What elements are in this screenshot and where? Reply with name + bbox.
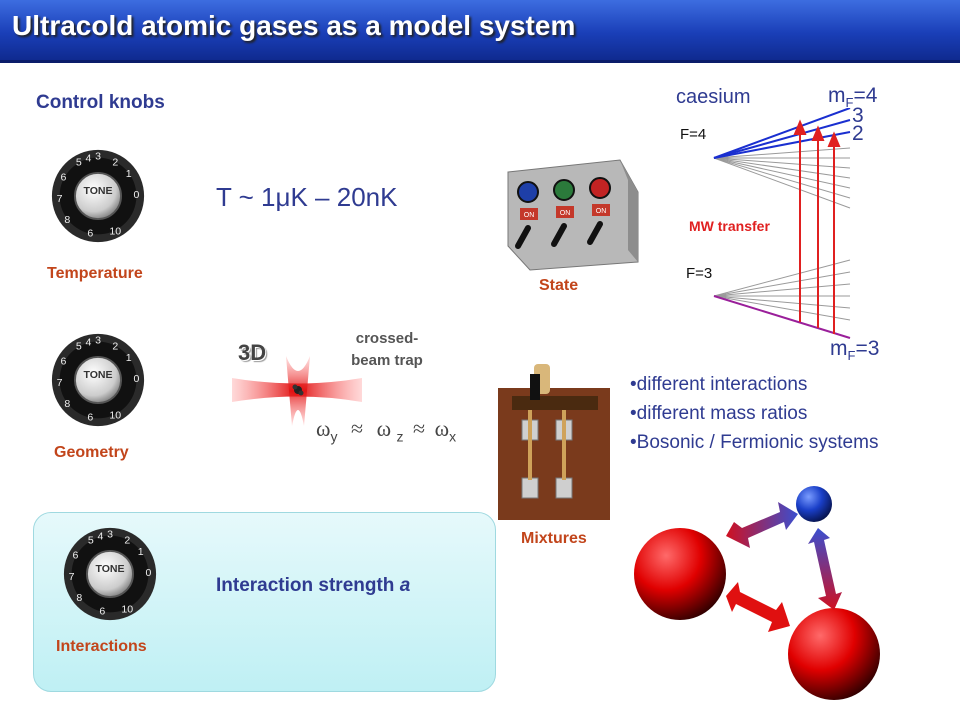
trap-frequency-relation: ωy ≈ ω z ≈ ωx xyxy=(316,416,457,445)
large-red-atom xyxy=(634,528,726,620)
upper-hyperfine-label: F=4 xyxy=(680,126,707,143)
svg-text:0: 0 xyxy=(133,189,139,201)
svg-text:TONE: TONE xyxy=(95,563,124,575)
switch-on-label: ON xyxy=(524,212,535,219)
svg-text:10: 10 xyxy=(121,603,133,615)
switch-on-label: ON xyxy=(560,210,571,217)
svg-text:8: 8 xyxy=(64,398,70,410)
temperature-range: T ~ 1μK – 20nK xyxy=(216,182,398,212)
svg-text:6: 6 xyxy=(87,411,93,423)
svg-text:6: 6 xyxy=(61,356,67,368)
mw-transfer-label: MW transfer xyxy=(689,218,770,234)
svg-text:0: 0 xyxy=(145,567,151,579)
interactions-label: Interactions xyxy=(56,638,147,655)
slide-title: Ultracold atomic gases as a model system xyxy=(12,10,576,41)
svg-text:7: 7 xyxy=(57,193,63,205)
svg-text:10: 10 xyxy=(109,225,121,237)
interaction-arrow xyxy=(726,502,798,548)
title-bar xyxy=(0,0,960,63)
svg-text:8: 8 xyxy=(64,214,70,226)
svg-text:5: 5 xyxy=(76,340,82,352)
svg-text:4: 4 xyxy=(97,530,103,542)
svg-text:3: 3 xyxy=(95,151,101,163)
svg-text:4: 4 xyxy=(85,336,91,348)
svg-text:3: 3 xyxy=(95,335,101,347)
svg-text:TONE: TONE xyxy=(83,369,112,381)
svg-text:6: 6 xyxy=(73,550,79,562)
trap-type-label: crossed- beam trap xyxy=(351,330,423,369)
svg-text:6: 6 xyxy=(99,605,105,617)
switch-on-label: ON xyxy=(596,208,607,215)
svg-text:5: 5 xyxy=(76,156,82,168)
trap-dimension-label: 3D xyxy=(238,340,267,365)
mf-lower-label: mF=3 xyxy=(830,337,880,364)
svg-text:6: 6 xyxy=(61,172,67,184)
interaction-arrow xyxy=(808,528,842,610)
interaction-arrow xyxy=(726,582,790,632)
control-knobs-heading: Control knobs xyxy=(36,92,165,113)
svg-text:8: 8 xyxy=(76,592,82,604)
svg-text:TONE: TONE xyxy=(83,185,112,197)
bullet-item: different mass ratios xyxy=(630,399,878,428)
svg-text:1: 1 xyxy=(138,546,144,558)
svg-text:2: 2 xyxy=(124,534,130,546)
interaction-strength-label: Interaction strength a xyxy=(216,575,411,596)
small-blue-atom xyxy=(796,486,832,522)
hyperfine-level-diagram xyxy=(713,108,851,339)
lower-hyperfine-label: F=3 xyxy=(686,265,713,282)
svg-text:2: 2 xyxy=(112,156,118,168)
svg-text:1: 1 xyxy=(126,352,132,364)
temperature-label: Temperature xyxy=(47,265,143,282)
svg-text:2: 2 xyxy=(112,340,118,352)
state-label: State xyxy=(539,277,579,294)
svg-text:10: 10 xyxy=(109,409,121,421)
state-switch-panel-image: ON ON ON xyxy=(507,159,639,271)
mf-3-label: 3 xyxy=(852,104,864,127)
mf-2-label: 2 xyxy=(852,122,864,145)
bullet-list: different interactions different mass ra… xyxy=(630,370,879,457)
crossed-beam-trap-icon xyxy=(232,356,362,426)
atom-mixture-diagram xyxy=(634,486,880,700)
svg-text:4: 4 xyxy=(85,152,91,164)
geometry-label: Geometry xyxy=(54,444,129,461)
svg-text:7: 7 xyxy=(69,571,75,583)
svg-text:7: 7 xyxy=(57,377,63,389)
svg-text:5: 5 xyxy=(88,534,94,546)
mf-upper-label: mF=4 xyxy=(828,84,878,111)
mixtures-label: Mixtures xyxy=(521,530,587,547)
svg-text:0: 0 xyxy=(133,373,139,385)
svg-text:6: 6 xyxy=(87,227,93,239)
bullet-item: different interactions xyxy=(630,370,878,399)
svg-text:1: 1 xyxy=(126,168,132,180)
svg-text:3: 3 xyxy=(107,529,113,541)
mixtures-knife-switch-image xyxy=(498,364,610,520)
large-red-atom xyxy=(788,608,880,700)
element-name: caesium xyxy=(676,86,751,108)
bullet-item: Bosonic / Fermionic systems xyxy=(630,428,879,457)
